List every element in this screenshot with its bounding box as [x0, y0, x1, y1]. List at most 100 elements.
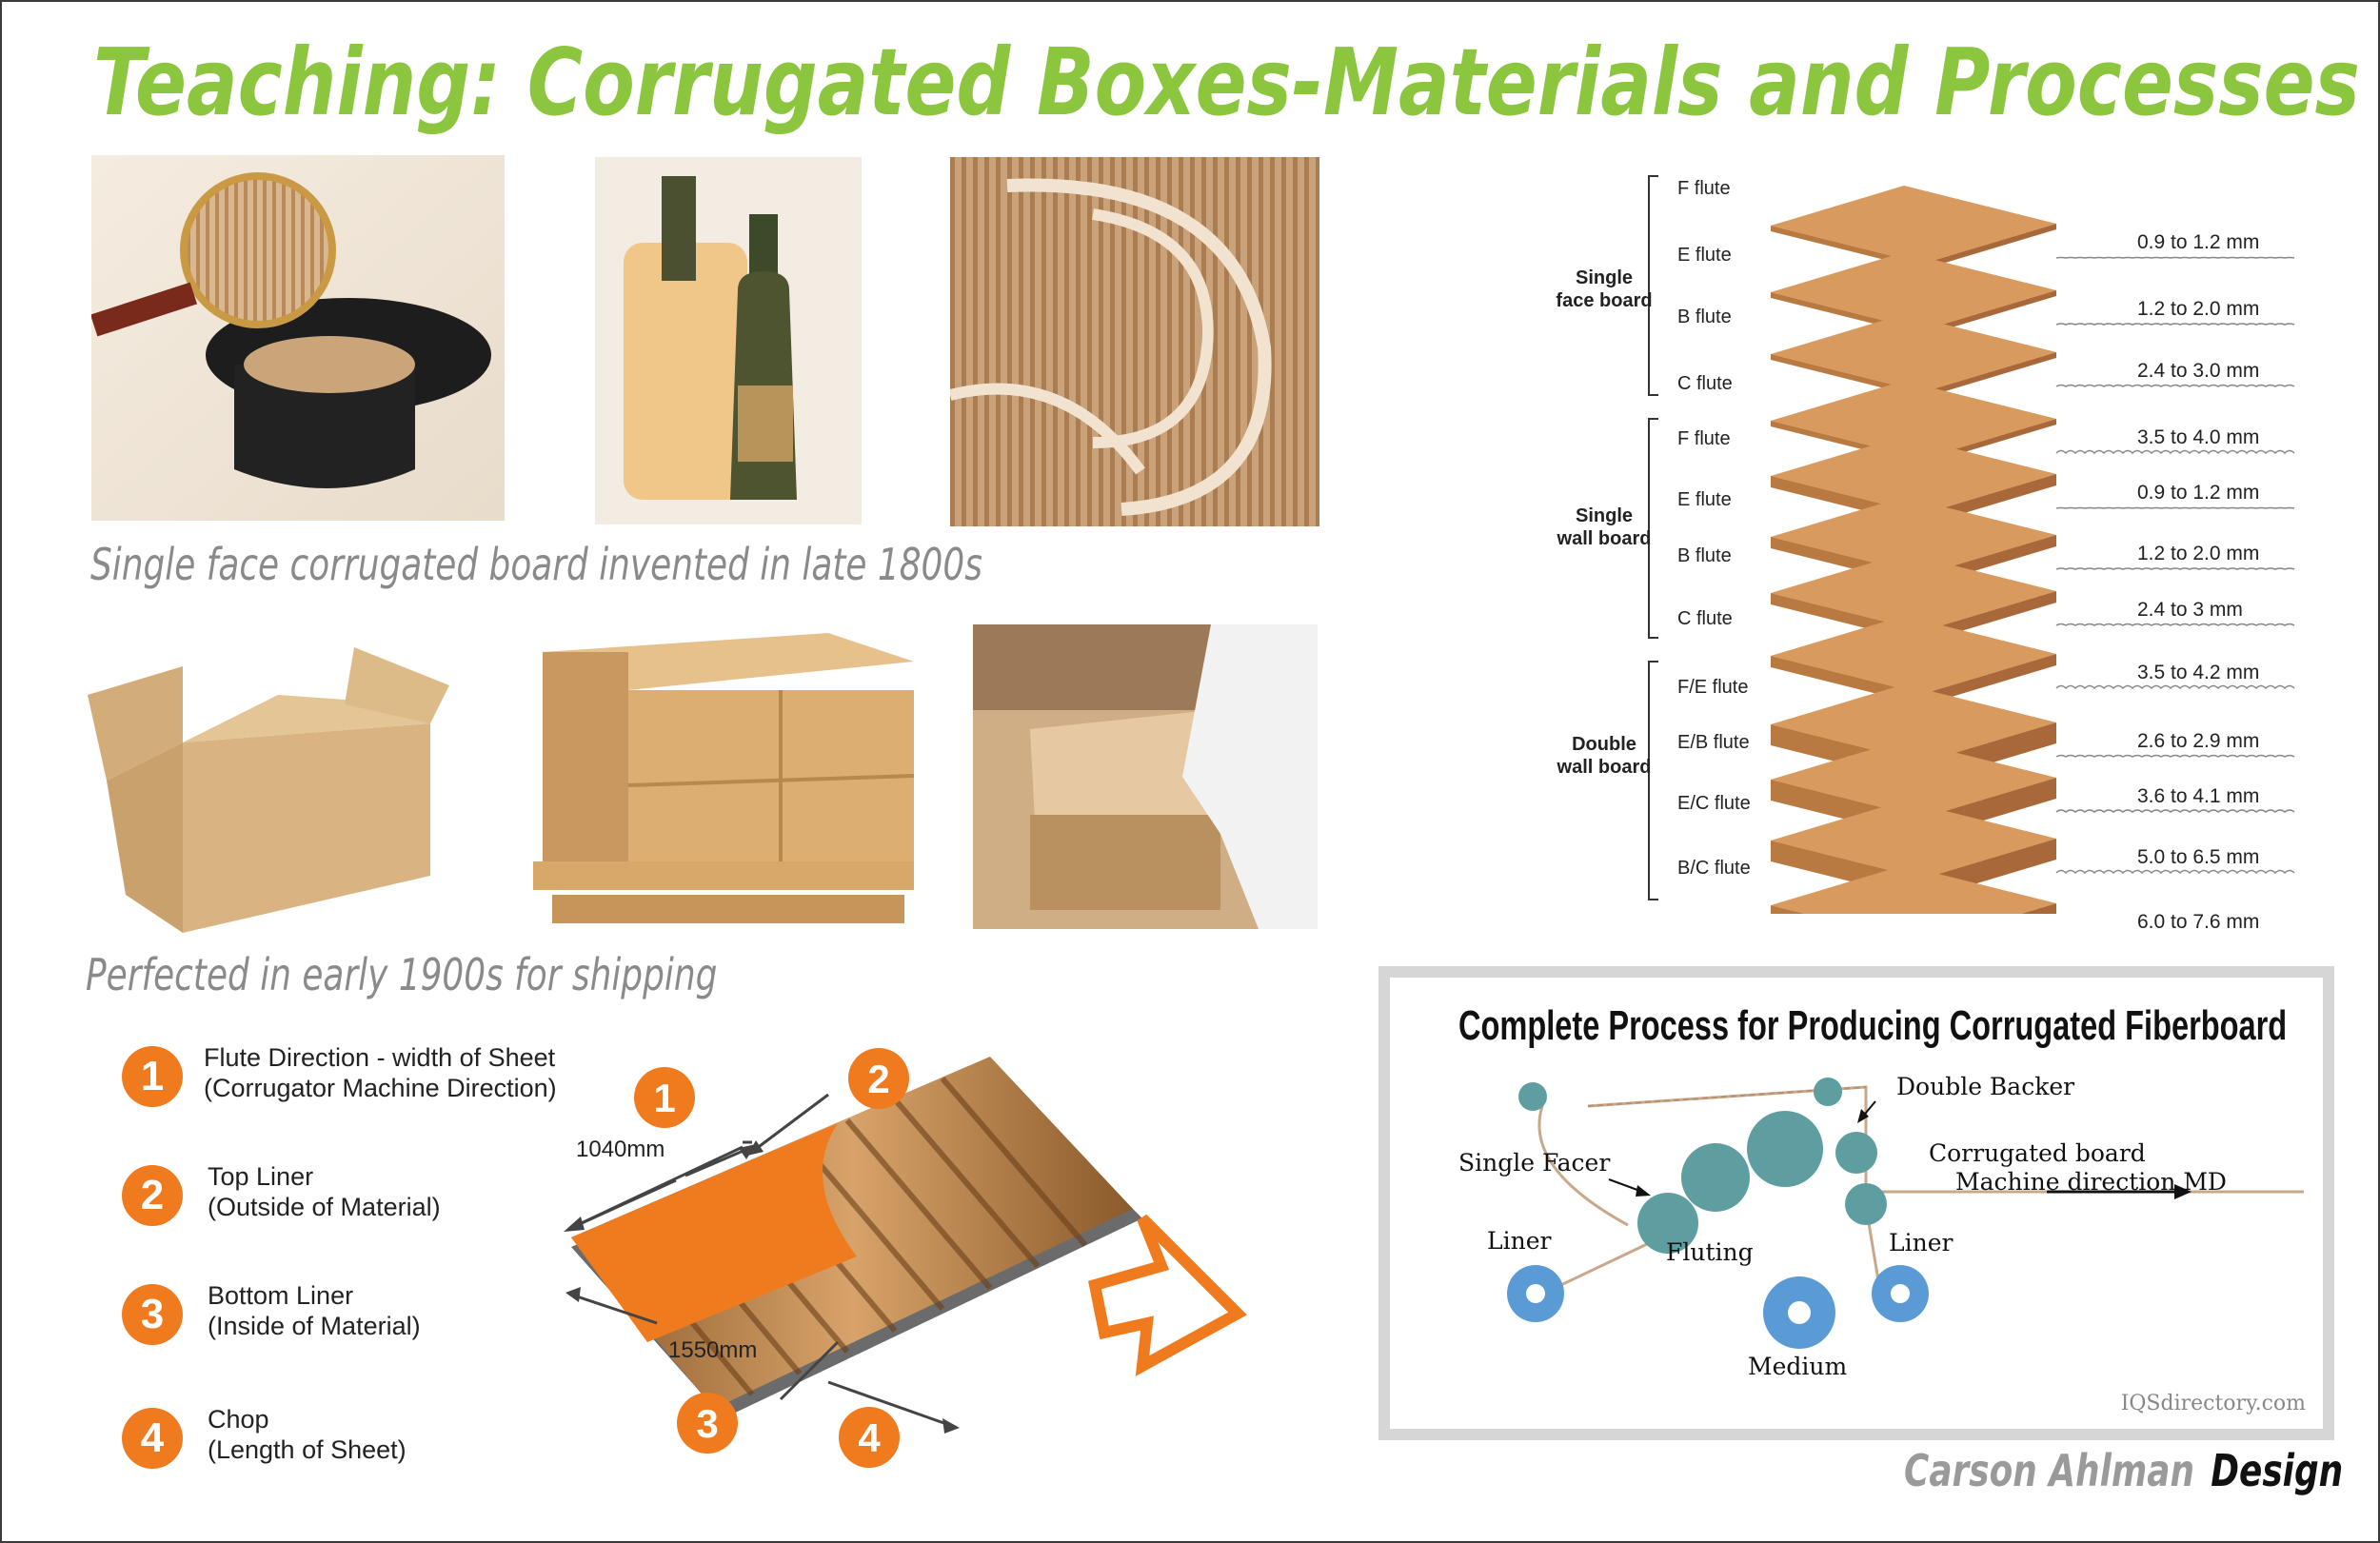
step-1-text: Flute Direction - width of Sheet(Corruga…	[204, 1042, 557, 1103]
group-bracket	[1648, 175, 1658, 396]
length-dimension-label: 1550mm	[668, 1337, 757, 1363]
flute-board-top	[1771, 381, 2056, 459]
flute-thickness: 2.4 to 3 mm	[2137, 599, 2243, 621]
flute-thickness: 0.9 to 1.2 mm	[2137, 231, 2260, 253]
flute-thickness: 1.2 to 2.0 mm	[2137, 543, 2260, 564]
flute-board-top	[1771, 684, 2056, 762]
flute-board-edge	[1923, 290, 2056, 336]
corrugated-board-label: Corrugated board	[1929, 1139, 2146, 1167]
caption-single-face: Single face corrugated board invented in…	[90, 539, 982, 590]
step-1-badge: 1	[122, 1046, 183, 1107]
marker-2: 2	[848, 1048, 909, 1109]
flute-board-top	[1771, 497, 2056, 575]
machine-direction-label: Machine direction MD	[1955, 1168, 2227, 1196]
flute-thickness: 5.0 to 6.5 mm	[2137, 846, 2260, 868]
flute-name: E/B flute	[1677, 732, 1750, 753]
width-dimension-label: 1040mm	[576, 1137, 664, 1162]
step-2-title: Top Liner	[208, 1162, 314, 1191]
flute-board-top	[1771, 186, 2056, 264]
flute-name: C flute	[1677, 608, 1733, 629]
group-bracket	[1648, 418, 1658, 639]
flute-profile	[2055, 623, 2295, 626]
signature-design: Design	[2211, 1445, 2344, 1496]
step-3-badge: 3	[122, 1284, 183, 1345]
flute-thickness: 2.4 to 3.0 mm	[2137, 360, 2260, 382]
marker-1: 1	[634, 1067, 695, 1128]
flute-profile	[2055, 256, 2295, 259]
step-3-subtitle: (Inside of Material)	[208, 1312, 421, 1340]
step-4-subtitle: (Length of Sheet)	[208, 1435, 407, 1464]
flute-board-top	[1771, 865, 2056, 943]
flute-profile	[2055, 754, 2295, 758]
page-title: Teaching: Corrugated Boxes-Materials and…	[93, 29, 2360, 136]
board-diagram: 1040mm 1550mm 1 2 3 4	[552, 1038, 1257, 1475]
flute-name: B/C flute	[1677, 858, 1751, 879]
flute-profile	[2055, 449, 2295, 455]
process-machine-graphic	[1507, 1078, 2304, 1349]
flute-name: E flute	[1677, 245, 1732, 266]
flute-board-top	[1771, 801, 2056, 879]
double-backer-label: Double Backer	[1896, 1073, 2075, 1100]
process-diagram-box: Complete Process for Producing Corrugate…	[1378, 966, 2334, 1440]
flute-name: B flute	[1677, 307, 1732, 327]
pallet-boxes-photo	[514, 633, 919, 940]
flute-chart	[1542, 152, 2304, 964]
flute-profile	[2055, 323, 2295, 326]
flute-thickness: 3.5 to 4.2 mm	[2137, 662, 2260, 683]
flute-board-top	[1771, 740, 2056, 818]
step-1-title: Flute Direction - width of Sheet	[204, 1043, 556, 1072]
flute-thickness: 3.5 to 4.0 mm	[2137, 426, 2260, 448]
flute-name: C flute	[1677, 373, 1733, 394]
flute-layers-graphic	[1648, 175, 2295, 964]
wine-bottles-photo	[595, 157, 862, 524]
flute-thickness: 2.6 to 2.9 mm	[2137, 730, 2260, 752]
flute-name: F flute	[1677, 428, 1731, 449]
liner-right-label: Liner	[1889, 1229, 1954, 1256]
step-3-title: Bottom Liner	[208, 1281, 354, 1310]
worker-stacking-sheets-photo	[973, 624, 1318, 929]
svg-text:2: 2	[867, 1057, 889, 1101]
flute-board-top	[1771, 252, 2056, 330]
group-bracket	[1648, 661, 1658, 900]
flute-board-top	[1771, 314, 2056, 392]
svg-text:1: 1	[653, 1076, 675, 1120]
flute-profile	[2055, 506, 2295, 509]
step-2-badge: 2	[122, 1165, 183, 1226]
step-3-text: Bottom Liner(Inside of Material)	[208, 1280, 421, 1341]
marker-4: 4	[839, 1407, 900, 1468]
flute-name: B flute	[1677, 545, 1732, 566]
corrugated-roll-photo	[950, 157, 1319, 526]
flute-thickness: 3.6 to 4.1 mm	[2137, 785, 2260, 807]
flute-board-top	[1771, 553, 2056, 631]
magnifier-top-hat-photo	[91, 155, 505, 521]
step-4-title: Chop	[208, 1405, 269, 1434]
open-box-photo	[88, 628, 470, 939]
medium-label: Medium	[1748, 1353, 1848, 1380]
flute-board-edge	[1923, 224, 2056, 269]
flute-board-edge	[1923, 352, 2056, 398]
flute-board-top	[1771, 616, 2056, 694]
flute-thickness: 0.9 to 1.2 mm	[2137, 482, 2260, 504]
flute-profile	[2055, 809, 2295, 813]
flute-name: E flute	[1677, 489, 1732, 510]
svg-text:4: 4	[858, 1415, 881, 1460]
liner-left-label: Liner	[1487, 1227, 1552, 1255]
step-2-subtitle: (Outside of Material)	[208, 1193, 441, 1221]
caption-perfected: Perfected in early 1900s for shipping	[86, 949, 718, 1000]
flute-thickness: 1.2 to 2.0 mm	[2137, 298, 2260, 320]
marker-3: 3	[677, 1393, 738, 1454]
step-1-subtitle: (Corrugator Machine Direction)	[204, 1074, 557, 1102]
fluting-label: Fluting	[1666, 1238, 1754, 1266]
step-4-text: Chop(Length of Sheet)	[208, 1404, 407, 1465]
process-source-label: IQSdirectory.com	[2120, 1392, 2306, 1415]
flute-name: F/E flute	[1677, 677, 1749, 698]
flute-profile	[2055, 567, 2295, 570]
svg-text:3: 3	[696, 1401, 718, 1446]
flute-board-edge	[1923, 654, 2056, 705]
flute-board-top	[1771, 436, 2056, 514]
